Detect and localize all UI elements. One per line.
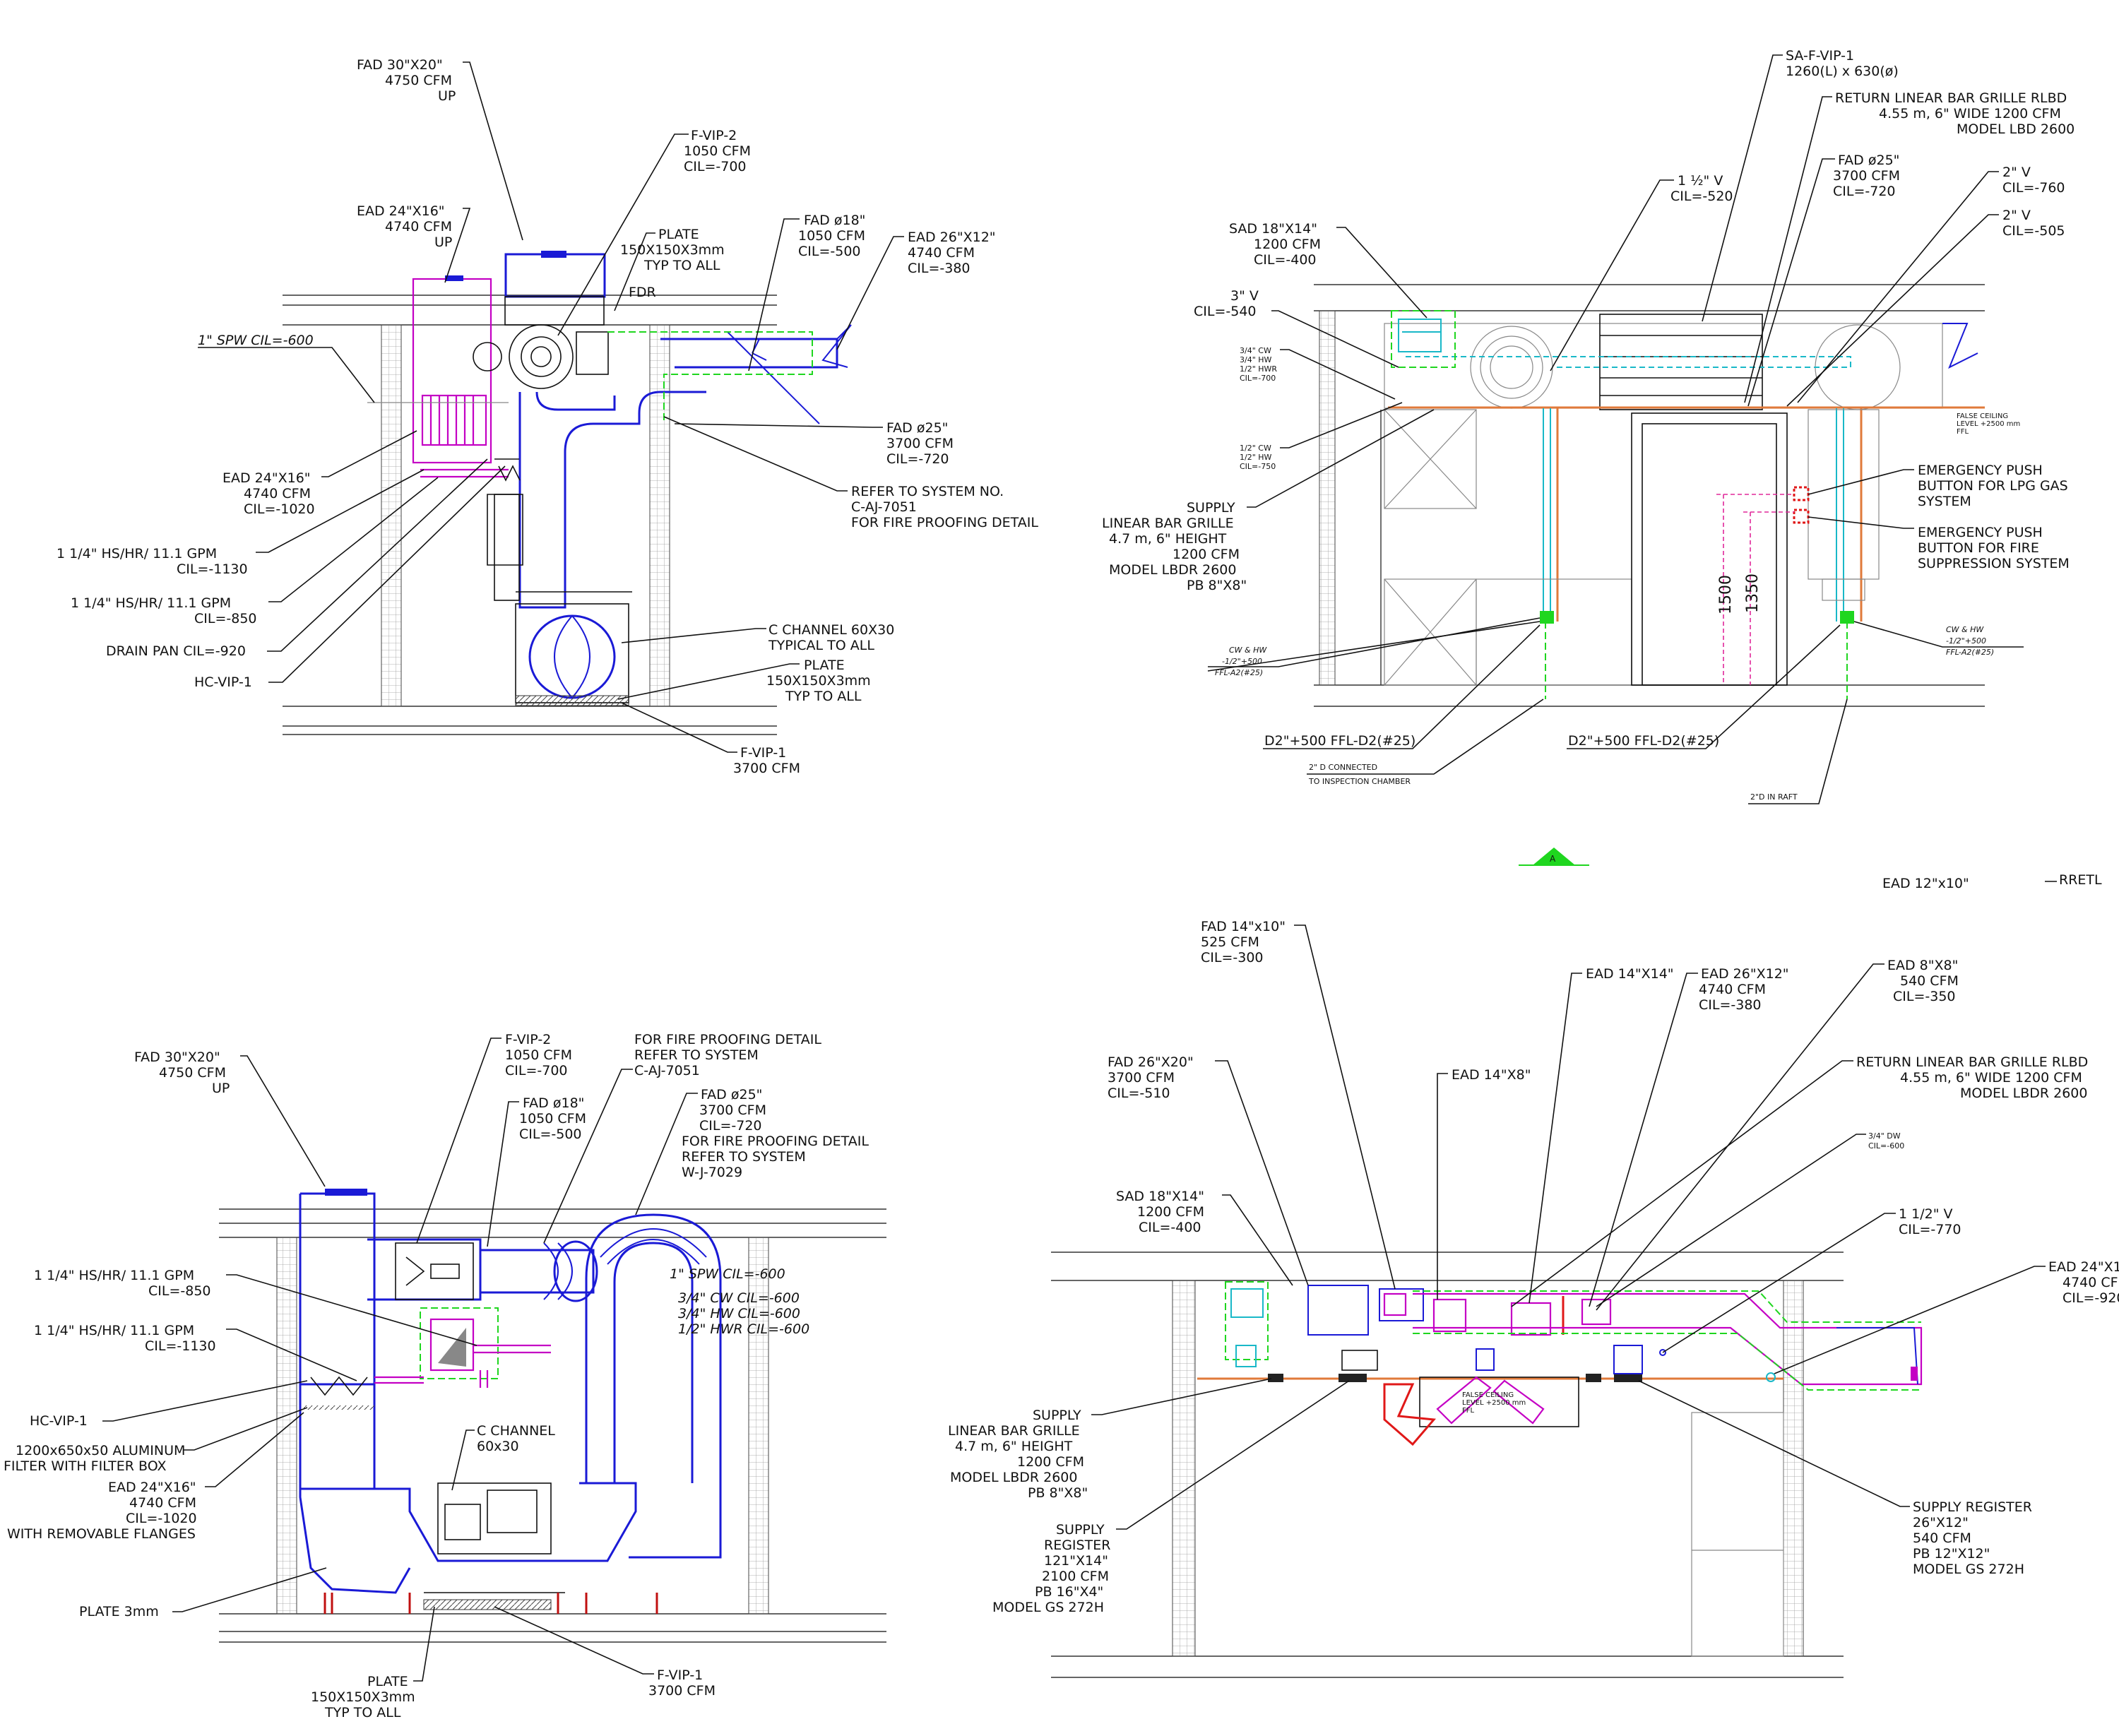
section-top-left — [283, 251, 852, 735]
section-bottom-left — [219, 1189, 886, 1643]
label-ead-14x8: EAD 14"X8" — [1452, 1067, 1531, 1083]
label-plate-3mm: PLATE 3mm — [79, 1604, 159, 1619]
label-drain-pan: DRAIN PAN CIL=-920 — [106, 643, 246, 659]
label-ead-14x14: EAD 14"X14" — [1586, 966, 1674, 982]
column-left — [381, 324, 402, 707]
svg-text:A: A — [1550, 854, 1556, 864]
label-hc-vip-1-bl: HC-VIP-1 — [30, 1413, 88, 1429]
section-marker: A — [1519, 848, 1589, 866]
column-left — [276, 1237, 297, 1615]
coil — [421, 394, 487, 446]
column-right — [748, 1237, 769, 1615]
column-right — [1783, 1280, 1804, 1657]
label-spw: 1" SPW CIL=-600 — [198, 333, 314, 348]
label-d2-left: D2"+500 FFL-D2(#25) — [1264, 733, 1415, 749]
fad-30x20-box — [504, 253, 606, 298]
dim-1500: 1500 — [1717, 575, 1735, 614]
column-left — [1319, 310, 1336, 686]
label-hc-vip-1: HC-VIP-1 — [194, 674, 252, 690]
label-d2-right: D2"+500 FFL-D2(#25) — [1568, 733, 1719, 749]
label-spw-bl: 1" SPW CIL=-600 — [670, 1266, 785, 1282]
column-right — [649, 324, 670, 707]
column-left — [1172, 1280, 1196, 1657]
dim-1350: 1350 — [1744, 573, 1762, 613]
label-cut-right: RRETL — [2059, 872, 2102, 888]
label-cut-left: EAD 12"x10" — [1882, 876, 1969, 891]
label-fdr: FDR — [629, 285, 656, 300]
label-d-raft: 2"D IN RAFT — [1750, 792, 1798, 802]
slab-lines — [283, 295, 777, 735]
ead-duct — [412, 278, 492, 464]
